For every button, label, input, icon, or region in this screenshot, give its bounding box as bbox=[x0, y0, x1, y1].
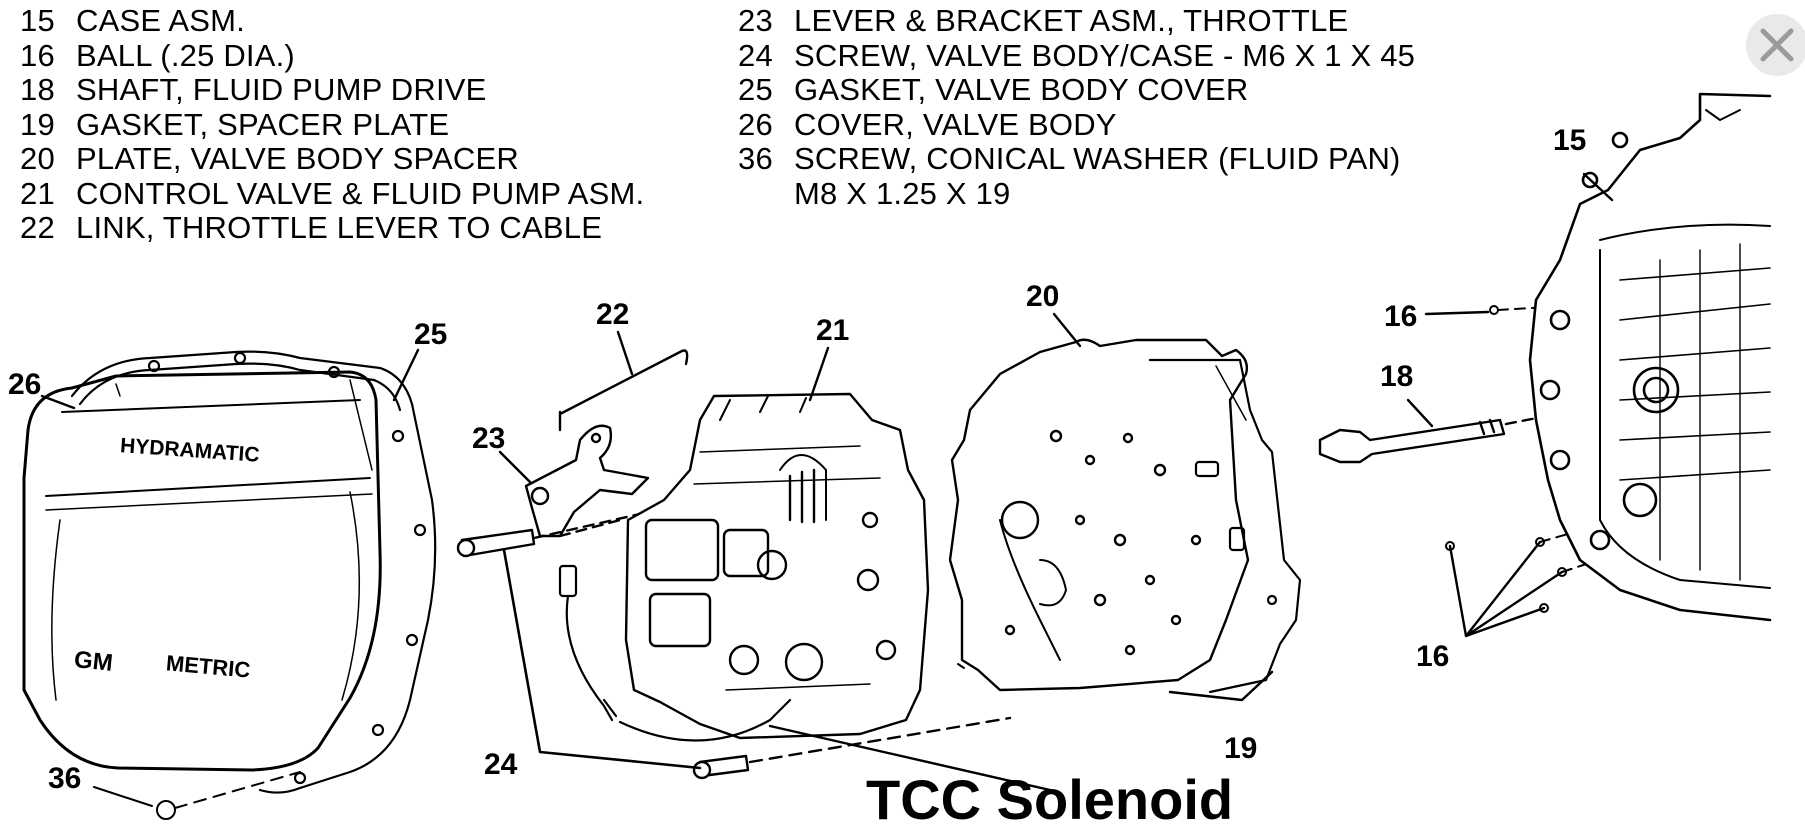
valve-body-cover bbox=[22, 370, 382, 772]
spacer-plate-gasket bbox=[1148, 358, 1302, 702]
legend-item-36-size: M8 X 1.25 X 19 bbox=[794, 175, 1011, 211]
callout-15: 15 bbox=[1553, 124, 1587, 157]
tcc-solenoid-label: TCC Solenoid bbox=[866, 768, 1234, 831]
callout-36: 36 bbox=[48, 762, 82, 795]
callout-26: 26 bbox=[8, 368, 42, 401]
callout-25: 25 bbox=[414, 318, 448, 351]
fluid-pump-drive-shaft bbox=[1318, 410, 1570, 464]
lever-bracket bbox=[524, 424, 650, 538]
callout-18: 18 bbox=[1380, 360, 1414, 393]
tcc-solenoid-wire bbox=[558, 564, 792, 742]
transmission-case bbox=[1528, 92, 1772, 622]
pan-screw-36 bbox=[93, 771, 301, 820]
valve-body-screws bbox=[456, 512, 1012, 780]
gasket-ball-mark bbox=[957, 663, 965, 669]
control-valve-assembly bbox=[624, 392, 930, 740]
callout-22: 22 bbox=[596, 298, 630, 331]
tcc-solenoid-leader bbox=[768, 724, 1052, 792]
callout-16-bottom: 16 bbox=[1416, 640, 1450, 673]
callout-24: 24 bbox=[484, 748, 518, 781]
spacer-plate bbox=[948, 338, 1250, 692]
close-icon bbox=[1760, 28, 1794, 62]
throttle-link bbox=[558, 349, 689, 432]
callout-leaders bbox=[40, 172, 1614, 484]
callout-21: 21 bbox=[816, 314, 850, 347]
callout-20: 20 bbox=[1026, 280, 1060, 313]
callout-16-top: 16 bbox=[1384, 300, 1418, 333]
callout-19: 19 bbox=[1224, 732, 1258, 765]
close-button[interactable] bbox=[1746, 14, 1805, 76]
pan-marking-gm: GM bbox=[72, 646, 115, 677]
valve-body-cover-gasket bbox=[70, 350, 437, 794]
callout-23: 23 bbox=[472, 422, 506, 455]
